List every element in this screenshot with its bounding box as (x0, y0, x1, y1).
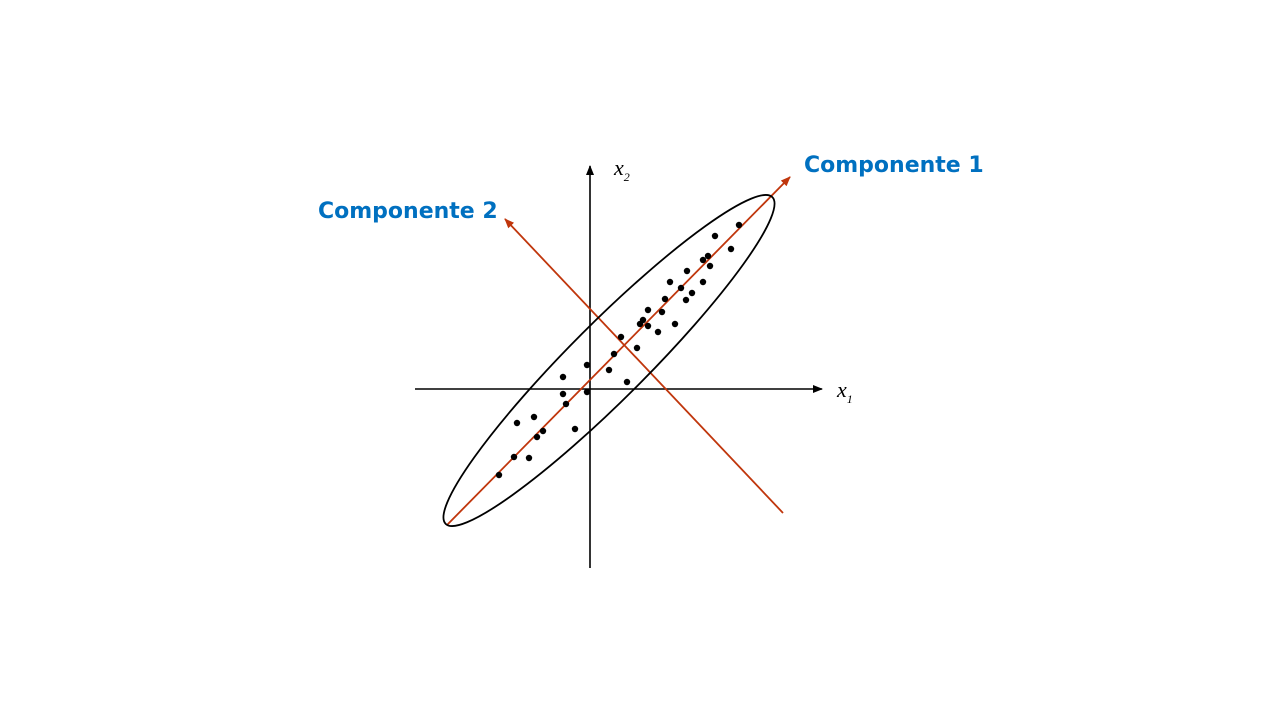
scatter-point (513, 419, 521, 427)
scatter-point (706, 262, 714, 270)
scatter-points (495, 221, 743, 479)
x2-axis-label-sub: 2 (624, 170, 630, 184)
scatter-point (727, 245, 735, 253)
scatter-point (699, 278, 707, 286)
scatter-point (583, 388, 591, 396)
x1-axis-label: x1 (836, 377, 853, 406)
scatter-point (688, 289, 696, 297)
scatter-point (610, 350, 618, 358)
x2-axis-label: x2 (613, 155, 630, 184)
scatter-point (658, 308, 666, 316)
x2-axis-label-var: x (613, 155, 624, 180)
scatter-point (644, 322, 652, 330)
scatter-point (644, 306, 652, 314)
scatter-point (666, 278, 674, 286)
scatter-point (636, 320, 644, 328)
scatter-point (559, 373, 567, 381)
x1-axis-label-var: x (836, 377, 847, 402)
component-2-axis (504, 218, 784, 514)
scatter-point (583, 361, 591, 369)
scatter-point (495, 471, 503, 479)
scatter-point (654, 328, 662, 336)
scatter-point (525, 454, 533, 462)
component-1-label: Componente 1 (804, 153, 984, 178)
scatter-point (633, 344, 641, 352)
scatter-point (623, 378, 631, 386)
scatter-point (677, 284, 685, 292)
component-2-label: Componente 2 (318, 199, 498, 224)
scatter-point (683, 267, 691, 275)
scatter-point (530, 413, 538, 421)
scatter-point (699, 256, 707, 264)
scatter-point (562, 400, 570, 408)
scatter-point (711, 232, 719, 240)
component-1-axis (446, 176, 791, 526)
scatter-point (735, 221, 743, 229)
scatter-point (559, 390, 567, 398)
scatter-point (682, 296, 690, 304)
scatter-point (533, 433, 541, 441)
scatter-point (605, 366, 613, 374)
scatter-point (617, 333, 625, 341)
data-ellipse (442, 194, 776, 527)
scatter-point (671, 320, 679, 328)
x1-axis-label-sub: 1 (847, 392, 853, 406)
scatter-point (571, 425, 579, 433)
scatter-point (539, 427, 547, 435)
scatter-point (510, 453, 518, 461)
scatter-point (704, 252, 712, 260)
scatter-point (661, 295, 669, 303)
